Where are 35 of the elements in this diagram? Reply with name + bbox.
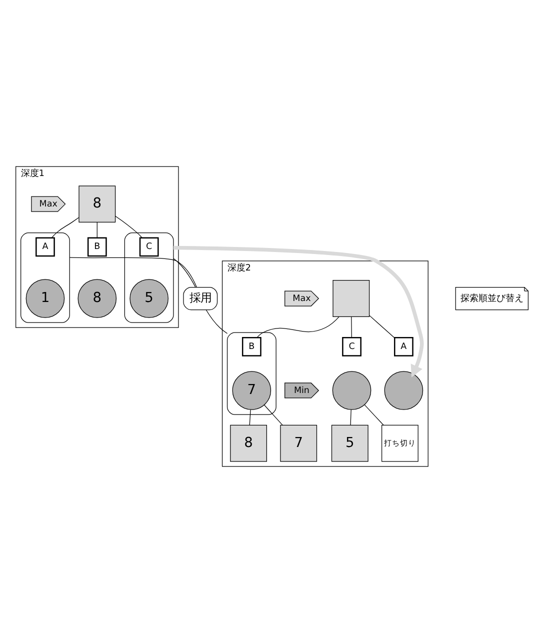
connector	[364, 404, 384, 425]
node-circle	[332, 370, 372, 410]
node-box: 8	[230, 424, 267, 462]
connector	[206, 309, 228, 334]
connector	[115, 215, 142, 238]
cluster	[226, 332, 276, 414]
connector	[173, 258, 196, 288]
node-circle: 8	[78, 278, 117, 318]
node-box: A	[394, 336, 414, 356]
connector	[351, 316, 352, 338]
node-box: A	[36, 236, 55, 256]
connector	[264, 404, 283, 425]
node-box: 8	[78, 185, 116, 222]
node-box: 5	[331, 424, 368, 462]
node-circle: 5	[130, 278, 168, 318]
node-box: B	[87, 236, 107, 256]
connector	[96, 222, 98, 238]
node-box: 採用	[183, 286, 218, 310]
connector	[350, 408, 352, 425]
node-circle	[384, 370, 424, 410]
connector	[256, 316, 340, 338]
node-box: B	[242, 336, 262, 356]
cluster	[124, 232, 174, 322]
connector	[369, 314, 395, 338]
node-circle: 7	[232, 370, 272, 410]
cluster	[20, 232, 70, 322]
node-box: C	[342, 336, 362, 356]
node-box: C	[139, 236, 159, 256]
connector	[51, 216, 80, 238]
arrow	[173, 245, 424, 377]
node-box	[332, 280, 370, 316]
node-box: 7	[280, 424, 318, 462]
node-circle: 1	[26, 278, 65, 318]
connector	[69, 256, 197, 288]
connector	[249, 408, 251, 425]
